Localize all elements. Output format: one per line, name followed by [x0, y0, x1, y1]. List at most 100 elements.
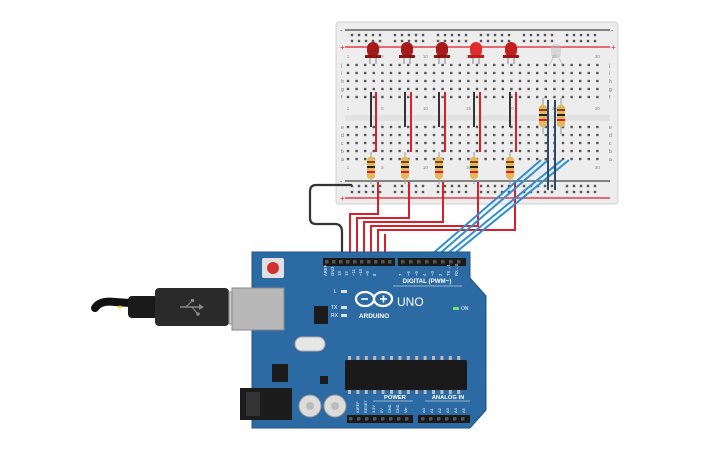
brand-label: ARDUINO [359, 313, 389, 320]
rail-plus-label-right: + [611, 43, 616, 52]
row-letter: f [341, 95, 343, 101]
power-header[interactable] [347, 415, 413, 423]
on-led [453, 307, 459, 310]
wire-ground[interactable] [308, 183, 352, 262]
rail-minus-label-bottom: - [340, 179, 343, 186]
column-number: 10 [423, 54, 429, 59]
digital-pin-label: ~3 [430, 271, 435, 276]
row-letter: a [609, 157, 612, 163]
digital-header-left[interactable] [323, 258, 395, 266]
row-letter: i [609, 71, 610, 77]
sensor-component[interactable] [548, 44, 564, 67]
digital-pin-label: 12 [344, 271, 349, 276]
column-number: 30 [595, 165, 601, 170]
resistor-7[interactable] [557, 98, 565, 134]
column-number: 10 [423, 165, 429, 170]
row-letter: j [608, 63, 610, 69]
power-pin-label: IOREF [356, 401, 360, 413]
row-letter: h [609, 79, 612, 85]
wire-pin11[interactable] [363, 182, 444, 262]
center-channel [345, 115, 610, 121]
wire-pin13[interactable] [349, 182, 379, 262]
resistor-5[interactable] [506, 152, 514, 184]
digital-header-right[interactable] [398, 258, 466, 266]
wire-blue-2[interactable] [429, 159, 549, 263]
l-led [341, 290, 347, 293]
resistors[interactable] [367, 98, 565, 184]
l-label: L [334, 289, 337, 295]
row-letter: g [609, 87, 612, 93]
column-number: 5 [381, 54, 384, 59]
rail-minus-label: - [340, 28, 343, 35]
analog-pin-label: A1 [429, 407, 434, 413]
digital-pin-label: ~10 [358, 268, 363, 276]
resistor-2[interactable] [401, 152, 409, 184]
column-number: 30 [595, 54, 601, 59]
row-letter: c [341, 141, 344, 147]
column-number: 30 [595, 106, 601, 111]
power-pin-label: 5V [380, 408, 384, 413]
row-letter: i [341, 71, 342, 77]
resistor-1[interactable] [367, 152, 375, 184]
column-number: 25 [552, 54, 558, 59]
model-label: UNO [397, 295, 424, 309]
led-2[interactable] [399, 42, 415, 64]
row-letter: f [609, 95, 611, 101]
usb-port [231, 287, 285, 331]
digital-pin-label: TX→1 [446, 263, 451, 276]
wire-blue-1[interactable] [422, 159, 542, 263]
digital-pin-label: ~6 [406, 271, 411, 276]
led-3[interactable] [434, 42, 450, 64]
analog-pin-label: A0 [421, 407, 426, 413]
wire-pin9[interactable] [377, 182, 516, 262]
column-number: 5 [381, 165, 384, 170]
row-letter: j [340, 63, 342, 69]
digital-pin-label: 8 [372, 273, 377, 276]
led-4[interactable] [468, 42, 484, 64]
resistor-6[interactable] [539, 98, 547, 134]
column-number: 15 [466, 106, 472, 111]
digital-pin-label: RX←0 [454, 263, 459, 276]
row-letter: a [341, 157, 344, 163]
rail-plus-label-bottom: + [340, 194, 345, 203]
leds[interactable] [365, 42, 519, 64]
digital-pin-label: ~9 [365, 271, 370, 276]
rx-led [341, 314, 347, 317]
wires[interactable] [308, 92, 570, 263]
power-pin-label: GND [396, 404, 400, 413]
breadboard-holes[interactable] [346, 33, 599, 194]
power-pin-label: 3.3V [372, 405, 376, 413]
column-number: 5 [381, 106, 384, 111]
on-label: ON [461, 306, 469, 312]
digital-pin-label: ~5 [414, 271, 419, 276]
usb-chip [314, 306, 328, 324]
rail-plus-label: + [340, 43, 345, 52]
wire-blue-3[interactable] [436, 159, 563, 263]
row-letter: c [609, 141, 612, 147]
row-letter: d [609, 133, 612, 139]
analog-pin-label: A4 [453, 407, 458, 413]
digital-pin-label: GND [330, 267, 335, 276]
crystal [294, 336, 326, 352]
digital-pin-label: 7 [398, 273, 403, 276]
analog-pin-label: A5 [461, 407, 466, 413]
row-letter: e [341, 125, 344, 131]
power-label: POWER [384, 395, 407, 401]
analog-pin-label: A2 [437, 407, 442, 413]
resistor-4[interactable] [470, 152, 478, 184]
power-pin-label: GND [388, 404, 392, 413]
wire-pin10[interactable] [370, 182, 479, 262]
row-letter: b [609, 149, 612, 155]
wire-pin12[interactable] [356, 182, 410, 262]
resistor-3[interactable] [435, 152, 443, 184]
digital-pin-label: 4 [422, 273, 427, 276]
led-5[interactable] [503, 42, 519, 64]
reset-button-cap[interactable] [267, 262, 279, 274]
led-1[interactable] [365, 42, 381, 64]
rail-minus-label-right: - [611, 28, 614, 35]
analog-header[interactable] [418, 415, 470, 423]
